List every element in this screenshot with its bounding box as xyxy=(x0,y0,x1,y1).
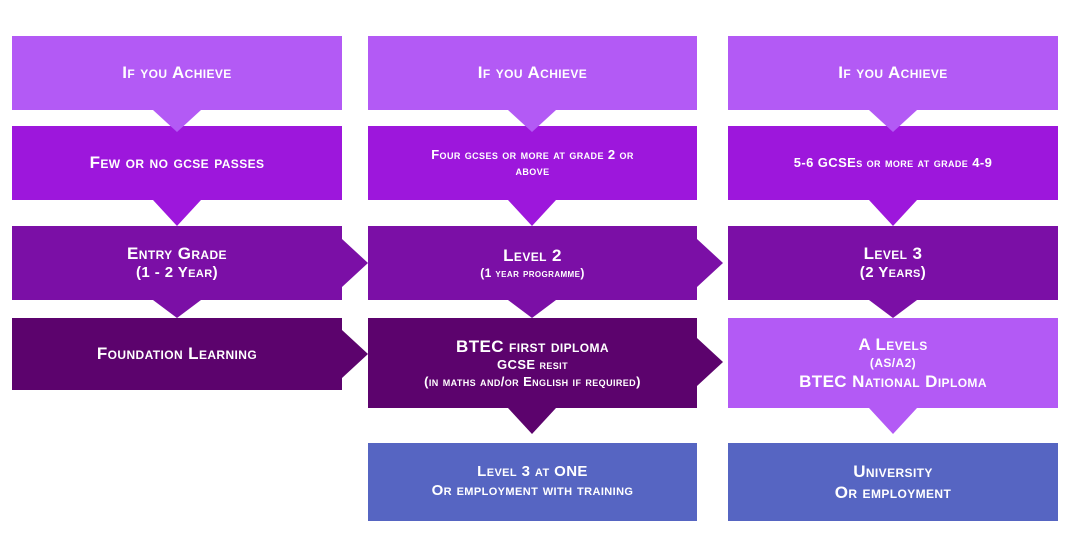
col2-stage-title: Level 2 xyxy=(503,245,562,265)
col1-arrow-down-2 xyxy=(153,200,201,226)
col2-requirement-line2: above xyxy=(515,163,550,178)
col2-outcome-line2: GCSE resit xyxy=(497,357,568,373)
col3-arrow-down-2 xyxy=(869,200,917,226)
col3-destination-line2: Or employment xyxy=(834,483,952,502)
col3-header-box: If you Achieve xyxy=(728,36,1058,110)
col2-stage-box: Level 2 (1 year programme) xyxy=(368,226,697,300)
col1-arrow-down-3 xyxy=(153,300,201,318)
col1-header-text: If you Achieve xyxy=(122,63,232,83)
col2-requirement-line1: Four gcses or more at grade 2 or xyxy=(431,146,634,162)
col3-destination-box: University Or employment xyxy=(728,443,1058,521)
col3-header-text: If you Achieve xyxy=(838,63,948,83)
col2-arrow-down-4 xyxy=(508,408,556,434)
col1-stage-box: Entry Grade (1 - 2 Year) xyxy=(12,226,342,300)
col2-outcome-box: BTEC first diploma GCSE resit (in maths … xyxy=(368,318,697,408)
col2-destination-box: Level 3 at ONE Or employment with traini… xyxy=(368,443,697,521)
col3-destination-line1: University xyxy=(853,461,933,481)
col3-outcome-line3: BTEC National Diploma xyxy=(799,371,987,391)
col2-destination-line1: Level 3 at ONE xyxy=(477,463,588,481)
col1-requirement-text: Few or no gcse passes xyxy=(89,153,265,173)
col1-requirement-box: Few or no gcse passes xyxy=(12,126,342,200)
col3-requirement-box: 5-6 GCSEs or more at grade 4-9 xyxy=(728,126,1058,200)
col1-arrow-right-2 xyxy=(342,330,368,378)
col2-header-box: If you Achieve xyxy=(368,36,697,110)
col3-arrow-down-1 xyxy=(869,110,917,132)
col1-outcome-text: Foundation Learning xyxy=(96,344,258,364)
col2-stage-subtitle: (1 year programme) xyxy=(480,266,585,281)
col2-destination-line2: Or employment with training xyxy=(431,482,634,499)
col2-arrow-down-1 xyxy=(508,110,556,132)
col1-stage-title: Entry Grade xyxy=(127,244,227,263)
col3-outcome-box: A Levels (AS/A2) BTEC National Diploma xyxy=(728,318,1058,408)
col3-stage-box: Level 3 (2 Years) xyxy=(728,226,1058,300)
col3-outcome-line1: A Levels xyxy=(858,335,928,355)
col2-arrow-right-2 xyxy=(697,338,723,386)
col1-outcome-box: Foundation Learning xyxy=(12,318,342,390)
col1-arrow-right-1 xyxy=(342,239,368,287)
col2-outcome-line1: BTEC first diploma xyxy=(456,337,609,357)
col3-outcome-line2: (AS/A2) xyxy=(869,355,917,370)
col2-requirement-box: Four gcses or more at grade 2 or above xyxy=(368,126,697,200)
col2-arrow-down-3 xyxy=(508,300,556,318)
col1-arrow-down-1 xyxy=(153,110,201,132)
col2-arrow-right-1 xyxy=(697,239,723,287)
col3-arrow-down-4 xyxy=(869,408,917,434)
col1-stage-subtitle: (1 - 2 Year) xyxy=(136,264,218,282)
col2-outcome-line3: (in maths and/or English if required) xyxy=(424,373,641,389)
col3-stage-subtitle: (2 Years) xyxy=(859,264,927,282)
col3-requirement-text: 5-6 GCSEs or more at grade 4-9 xyxy=(793,154,993,170)
col2-arrow-down-2 xyxy=(508,200,556,226)
col1-header-box: If you Achieve xyxy=(12,36,342,110)
col3-stage-title: Level 3 xyxy=(863,244,923,263)
col3-arrow-down-3 xyxy=(869,300,917,318)
col2-header-text: If you Achieve xyxy=(477,63,588,83)
